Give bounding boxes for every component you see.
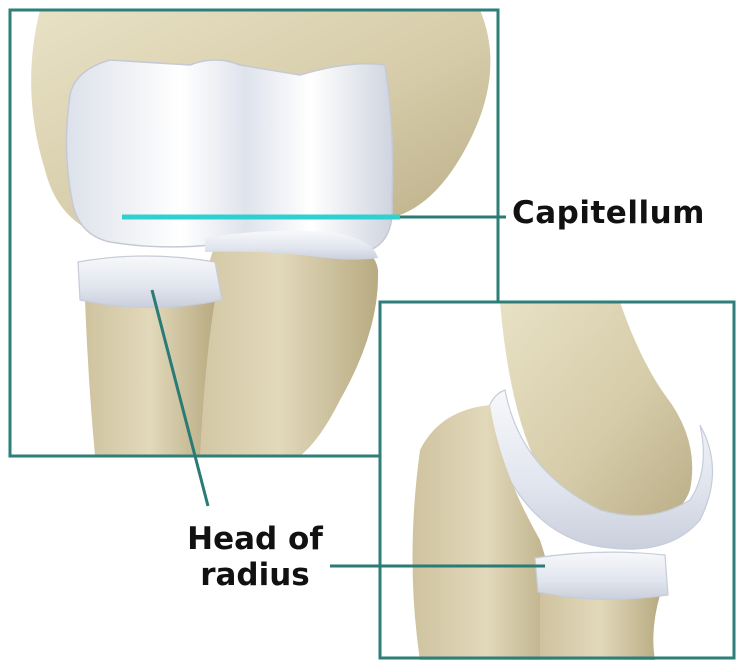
radius-bone [85, 300, 215, 456]
side-view-panel [380, 302, 736, 660]
head-of-radius-label-line2: radius [170, 558, 340, 594]
head-of-radius-label-line1: Head of [170, 522, 340, 558]
inset-radius-bone [540, 590, 660, 660]
capitellum-cartilage [66, 60, 392, 250]
capitellum-label: Capitellum [512, 196, 705, 232]
head-of-radius-label: Head of radius [170, 522, 340, 593]
radius-head-cartilage [78, 256, 222, 308]
inset-radius-head-cartilage [535, 552, 668, 599]
